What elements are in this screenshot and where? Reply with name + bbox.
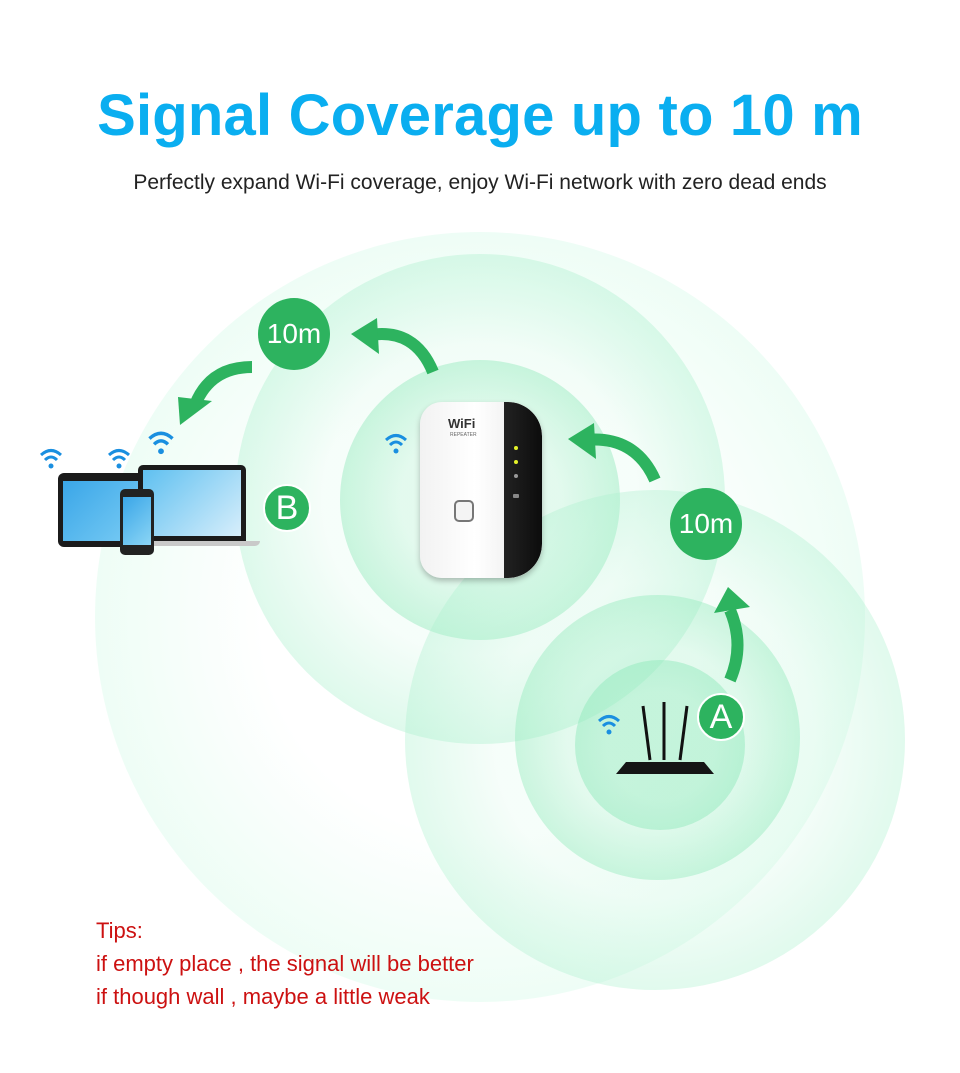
- wps-button: [454, 500, 474, 522]
- repeater-body: WiFi REPEATER: [420, 402, 542, 578]
- phone: [120, 489, 154, 555]
- led-2: [514, 460, 518, 464]
- router-icon: [616, 702, 714, 774]
- node-badge-a: A: [697, 693, 745, 741]
- repeater-logo-subtext: REPEATER: [450, 432, 477, 438]
- laptop: [138, 465, 246, 541]
- laptop-base: [128, 541, 260, 546]
- arrow-router-to-repeater-upper: [568, 423, 661, 483]
- tips-heading: Tips:: [96, 918, 143, 943]
- wifi-icon-router: [597, 715, 621, 735]
- arrow-router-to-repeater-lower: [714, 587, 750, 683]
- router-ring-inner: [575, 660, 745, 830]
- page-title: Signal Coverage up to 10 m: [97, 83, 863, 148]
- wifi-repeater-icon: WiFi REPEATER: [420, 402, 542, 578]
- node-badge-b: B: [263, 484, 311, 532]
- arrow-repeater-to-devices-lower: [178, 361, 253, 425]
- distance-badge-repeater-to-b: 10m: [258, 298, 330, 370]
- led-4: [513, 494, 519, 498]
- wifi-icon-repeater: [384, 434, 408, 454]
- tips-line: if though wall , maybe a little weak: [96, 984, 430, 1009]
- wifi-icon-devices-3: [148, 431, 174, 455]
- devices-icon: [40, 465, 265, 565]
- tips-section: Tips: if empty place , the signal will b…: [96, 914, 474, 1013]
- distance-badge-a-to-repeater: 10m: [670, 488, 742, 560]
- arrow-repeater-to-devices-upper: [351, 318, 439, 375]
- repeater-side-panel: [504, 402, 542, 578]
- led-1: [514, 446, 518, 450]
- repeater-logo-text: WiFi: [448, 416, 476, 431]
- led-3: [514, 474, 518, 478]
- wifi-icon-devices-2: [107, 449, 131, 469]
- page-subtitle: Perfectly expand Wi-Fi coverage, enjoy W…: [133, 171, 827, 194]
- wifi-icon-devices-1: [39, 449, 63, 469]
- tips-line: if empty place , the signal will be bett…: [96, 951, 474, 976]
